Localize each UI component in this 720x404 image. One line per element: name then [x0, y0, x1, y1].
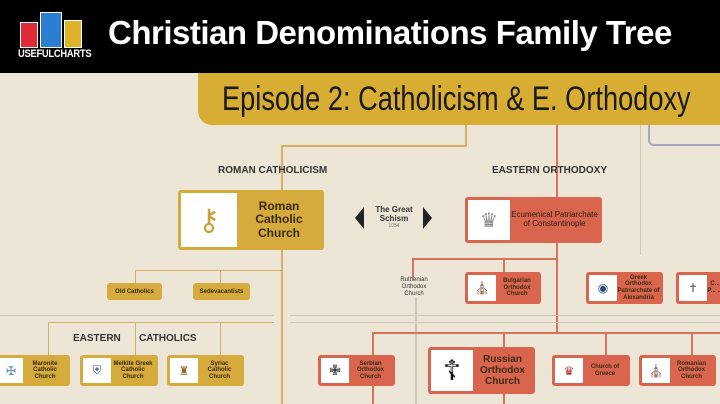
- connector: [0, 315, 274, 316]
- emblem-icon: ✝: [679, 275, 707, 301]
- connector: [220, 270, 221, 283]
- episode-banner: [198, 73, 720, 125]
- header-bar: [0, 0, 720, 73]
- maronite-emblem-icon: ✠: [0, 358, 23, 383]
- connector: [640, 125, 641, 255]
- syriac-node[interactable]: ♜ Syriac Catholic Church: [167, 355, 244, 386]
- connector: [465, 125, 467, 147]
- connector: [372, 332, 374, 355]
- partial-node[interactable]: ✝ C... P... ...: [676, 272, 720, 304]
- arrow-right-icon: [423, 207, 432, 229]
- connector: [135, 322, 136, 355]
- serbian-node[interactable]: ✙ Serbian Orthodox Church: [318, 355, 395, 386]
- connector: [503, 332, 505, 347]
- connector: [135, 270, 281, 271]
- connector: [372, 386, 374, 404]
- alexandria-node[interactable]: ◉ Greek Orthodox Patriarchate of Alexand…: [586, 272, 663, 304]
- church-of-greece-node[interactable]: ♛ Church of Greece: [552, 355, 630, 386]
- connector: [290, 322, 720, 323]
- eastern-orthodoxy-heading: EASTERN ORTHODOXY: [492, 165, 608, 176]
- arrow-left-icon: [355, 207, 364, 229]
- sedevacantists-node[interactable]: Sedevacantists: [193, 283, 250, 300]
- romanian-node[interactable]: ⛪ Romanian Orthodox Church: [639, 355, 716, 386]
- connector: [220, 322, 221, 355]
- logo-text: USEFULCHARTS: [18, 48, 92, 60]
- connector: [412, 258, 557, 260]
- connector: [372, 332, 720, 334]
- connector: [281, 145, 466, 147]
- old-catholics-node[interactable]: Old Catholics: [107, 283, 162, 300]
- maronite-node[interactable]: ✠ Maronite Catholic Church: [0, 355, 70, 386]
- eastern-catholics-heading-2: CATHOLICS: [139, 333, 197, 344]
- episode-title: Episode 2: Catholicism & E. Orthodoxy: [222, 80, 691, 118]
- connector: [503, 394, 505, 404]
- connector: [290, 315, 720, 316]
- connector: [415, 298, 417, 404]
- syriac-emblem-icon: ♜: [170, 358, 198, 383]
- roman-catholic-church-node[interactable]: ⚷ Roman Catholic Church: [178, 190, 324, 250]
- connector: [503, 258, 505, 272]
- double-eagle-icon: ♛: [468, 200, 510, 240]
- connector: [648, 125, 720, 146]
- melkite-node[interactable]: ⛨ Melkite Greek Catholic Church: [80, 355, 158, 386]
- page-title: Christian Denominations Family Tree: [108, 14, 672, 51]
- connector: [48, 322, 274, 323]
- usefulcharts-logo: [18, 12, 86, 48]
- great-schism-label: The Great Schism 1054: [375, 205, 413, 229]
- ruthenian-node[interactable]: Ruthenian Orthodox Church: [400, 277, 428, 297]
- eastern-catholics-heading-1: EASTERN: [73, 333, 121, 344]
- connector: [48, 322, 49, 355]
- connector: [605, 332, 607, 355]
- bulgarian-emblem-icon: ⛪: [468, 275, 496, 301]
- melkite-emblem-icon: ⛨: [83, 358, 111, 383]
- orthodox-cross-icon: ☦: [431, 350, 473, 391]
- bulgarian-node[interactable]: ⛪ Bulgarian Orthodox Church: [465, 272, 541, 304]
- romanian-emblem-icon: ⛪: [642, 358, 670, 383]
- serbian-cross-icon: ✙: [321, 358, 349, 383]
- roman-catholicism-heading: ROMAN CATHOLICISM: [218, 165, 328, 176]
- alexandria-emblem-icon: ◉: [589, 275, 617, 301]
- papal-keys-icon: ⚷: [181, 193, 237, 247]
- ecumenical-patriarchate-node[interactable]: ♛ Ecumenical Patriarchate of Constantino…: [465, 197, 602, 243]
- russian-node[interactable]: ☦ Russian Orthodox Church: [428, 347, 535, 394]
- double-eagle-icon: ♛: [555, 358, 583, 383]
- connector: [281, 145, 283, 404]
- connector: [412, 258, 414, 278]
- connector: [691, 332, 693, 355]
- connector: [135, 270, 136, 283]
